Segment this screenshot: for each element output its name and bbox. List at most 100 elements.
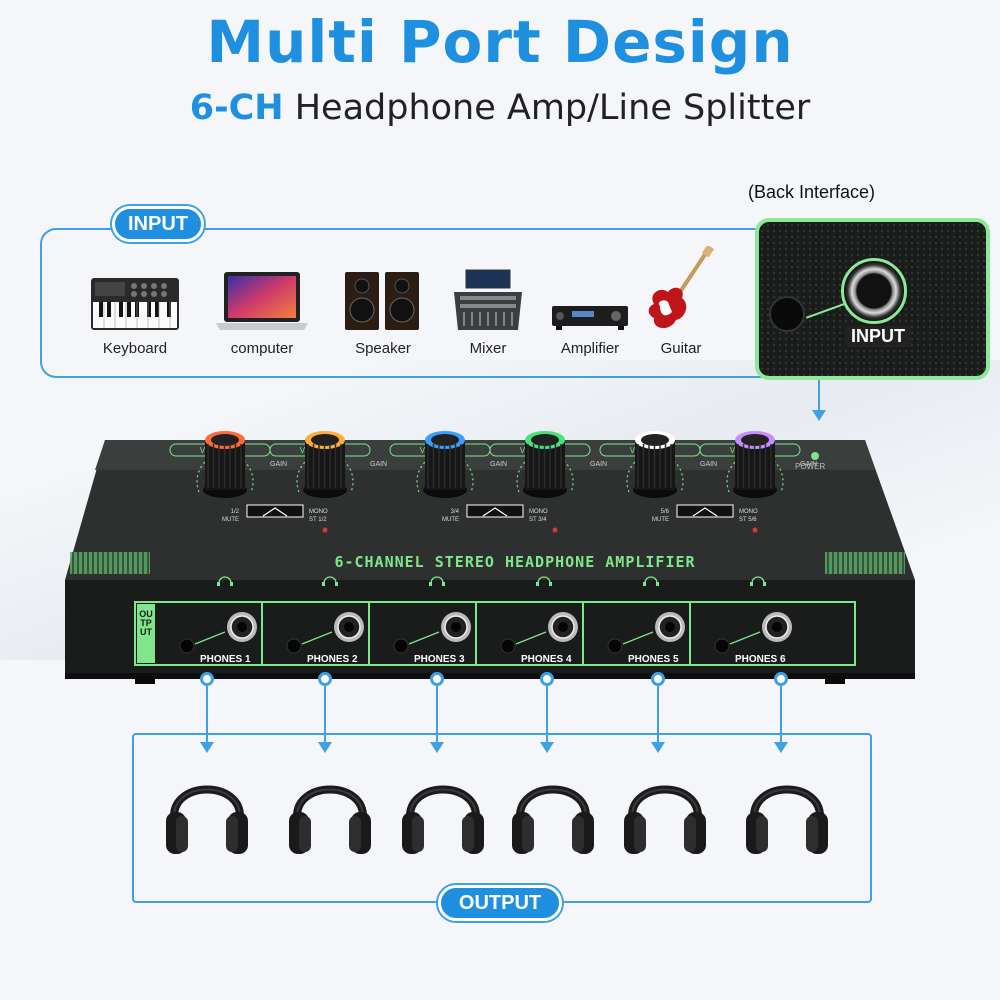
gain-label: GAIN [270, 461, 287, 468]
volume-knob-4[interactable]: VOLUME 4GAIN [489, 431, 607, 498]
headphone-mini-icon [751, 576, 765, 584]
headphone-mini-icon [323, 576, 337, 584]
back-input-label: INPUT [845, 326, 911, 347]
source-label: Speaker [355, 340, 411, 357]
source-guitar: Guitar [626, 246, 736, 357]
phones-output-2[interactable]: PHONES 2 [261, 602, 364, 665]
output-connector-dot [540, 672, 554, 686]
output-arrow-line [436, 686, 438, 742]
source-label: Keyboard [102, 340, 168, 357]
headphones-icon [742, 760, 832, 860]
svg-text:ST 1/2: ST 1/2 [309, 517, 327, 523]
mixer-icon [433, 262, 543, 332]
svg-text:MONO: MONO [529, 509, 548, 515]
guitar-icon [626, 246, 736, 332]
phones-label: PHONES 3 [414, 654, 465, 665]
output-connector-dot [430, 672, 444, 686]
headphone-mini-icon [218, 576, 232, 584]
output-arrow-head [200, 742, 214, 753]
headphones-icon [398, 760, 488, 860]
gain-label: GAIN [590, 461, 607, 468]
output-arrow-line [546, 686, 548, 742]
volume-knob-2[interactable]: VOLUME 2GAIN [269, 431, 387, 498]
svg-text:MUTE: MUTE [652, 517, 669, 523]
phones-output-4[interactable]: PHONES 4 [475, 602, 578, 665]
volume-knob-1[interactable]: VOLUME 1GAIN [169, 431, 287, 498]
output-arrow-line [780, 686, 782, 742]
volume-knob-5[interactable]: VOLUME 5GAIN [599, 431, 717, 498]
headphones-icon [620, 760, 710, 860]
headphones-icon [285, 760, 375, 860]
panel-title: 6-CHANNEL STEREO HEADPHONE AMPLIFIER [334, 553, 696, 571]
output-arrow-line [324, 686, 326, 742]
phones-label: PHONES 6 [735, 654, 786, 665]
back-input-jack [841, 258, 907, 324]
power-led [811, 452, 819, 460]
phones-label: PHONES 5 [628, 654, 679, 665]
gain-label: GAIN [490, 461, 507, 468]
svg-text:ST 5/6: ST 5/6 [739, 517, 757, 523]
input-arrow-head [812, 410, 826, 421]
output-arrow-head [774, 742, 788, 753]
headphones-icon [508, 760, 598, 860]
volume-knob-3[interactable]: VOLUME 3GAIN [389, 431, 507, 498]
headphone-mini-icon [644, 576, 658, 584]
svg-text:MUTE: MUTE [442, 517, 459, 523]
left-grille [70, 552, 150, 574]
back-interface-label: (Back Interface) [748, 182, 876, 202]
phones-label: PHONES 2 [307, 654, 358, 665]
phones-output-6[interactable]: PHONES 6 [689, 602, 792, 665]
output-arrow-head [540, 742, 554, 753]
output-arrow-head [651, 742, 665, 753]
headphone-mini-icon [430, 576, 444, 584]
source-keyboard: Keyboard [80, 262, 190, 357]
svg-text:1/2: 1/2 [231, 509, 240, 515]
phones-output-3[interactable]: PHONES 3 [368, 602, 471, 665]
source-label: Amplifier [560, 340, 620, 357]
phones-label: PHONES 1 [200, 654, 251, 665]
source-speaker: Speaker [328, 262, 438, 357]
keyboard-icon [80, 262, 190, 332]
right-grille [825, 552, 905, 574]
output-vertical-label: OUTPUT [139, 609, 153, 637]
source-label: Guitar [660, 340, 702, 357]
output-arrow-head [430, 742, 444, 753]
gain-label: GAIN [800, 461, 817, 468]
gain-label: GAIN [700, 461, 717, 468]
svg-text:5/6: 5/6 [661, 509, 670, 515]
page-subtitle: 6-CH Headphone Amp/Line Splitter [0, 88, 1000, 128]
phones-output-1[interactable]: PHONES 1 [179, 612, 257, 665]
phones-label: PHONES 4 [521, 654, 572, 665]
speaker-icon [328, 262, 438, 332]
input-pill: INPUT [112, 206, 204, 242]
subtitle-rest: Headphone Amp/Line Splitter [283, 88, 811, 128]
back-interface-panel: INPUT [755, 218, 990, 380]
svg-text:ST 3/4: ST 3/4 [529, 517, 547, 523]
source-label: computer [230, 340, 294, 357]
source-mixer: Mixer [433, 262, 543, 357]
device-illustration: VOLUME 1GAINVOLUME 2GAINVOLUME 3GAINVOLU… [65, 431, 915, 684]
amplifier-icon [535, 262, 645, 332]
laptop-icon [207, 262, 317, 332]
page-title: Multi Port Design [206, 8, 794, 76]
volume-knob-6[interactable]: VOLUME 6GAIN [699, 431, 817, 498]
svg-text:MONO: MONO [739, 509, 758, 515]
svg-text:MONO: MONO [309, 509, 328, 515]
output-connector-dot [318, 672, 332, 686]
gain-label: GAIN [370, 461, 387, 468]
back-small-jack [769, 296, 805, 332]
svg-text:MUTE: MUTE [222, 517, 239, 523]
status-led [322, 527, 328, 533]
source-computer: computer [207, 262, 317, 357]
status-led [552, 527, 558, 533]
output-pill: OUTPUT [438, 885, 562, 921]
phones-output-5[interactable]: PHONES 5 [582, 602, 685, 665]
output-connector-dot [200, 672, 214, 686]
source-label: Mixer [469, 340, 507, 357]
output-connector-dot [651, 672, 665, 686]
source-amplifier: Amplifier [535, 262, 645, 357]
power-label: POWER [795, 462, 826, 471]
